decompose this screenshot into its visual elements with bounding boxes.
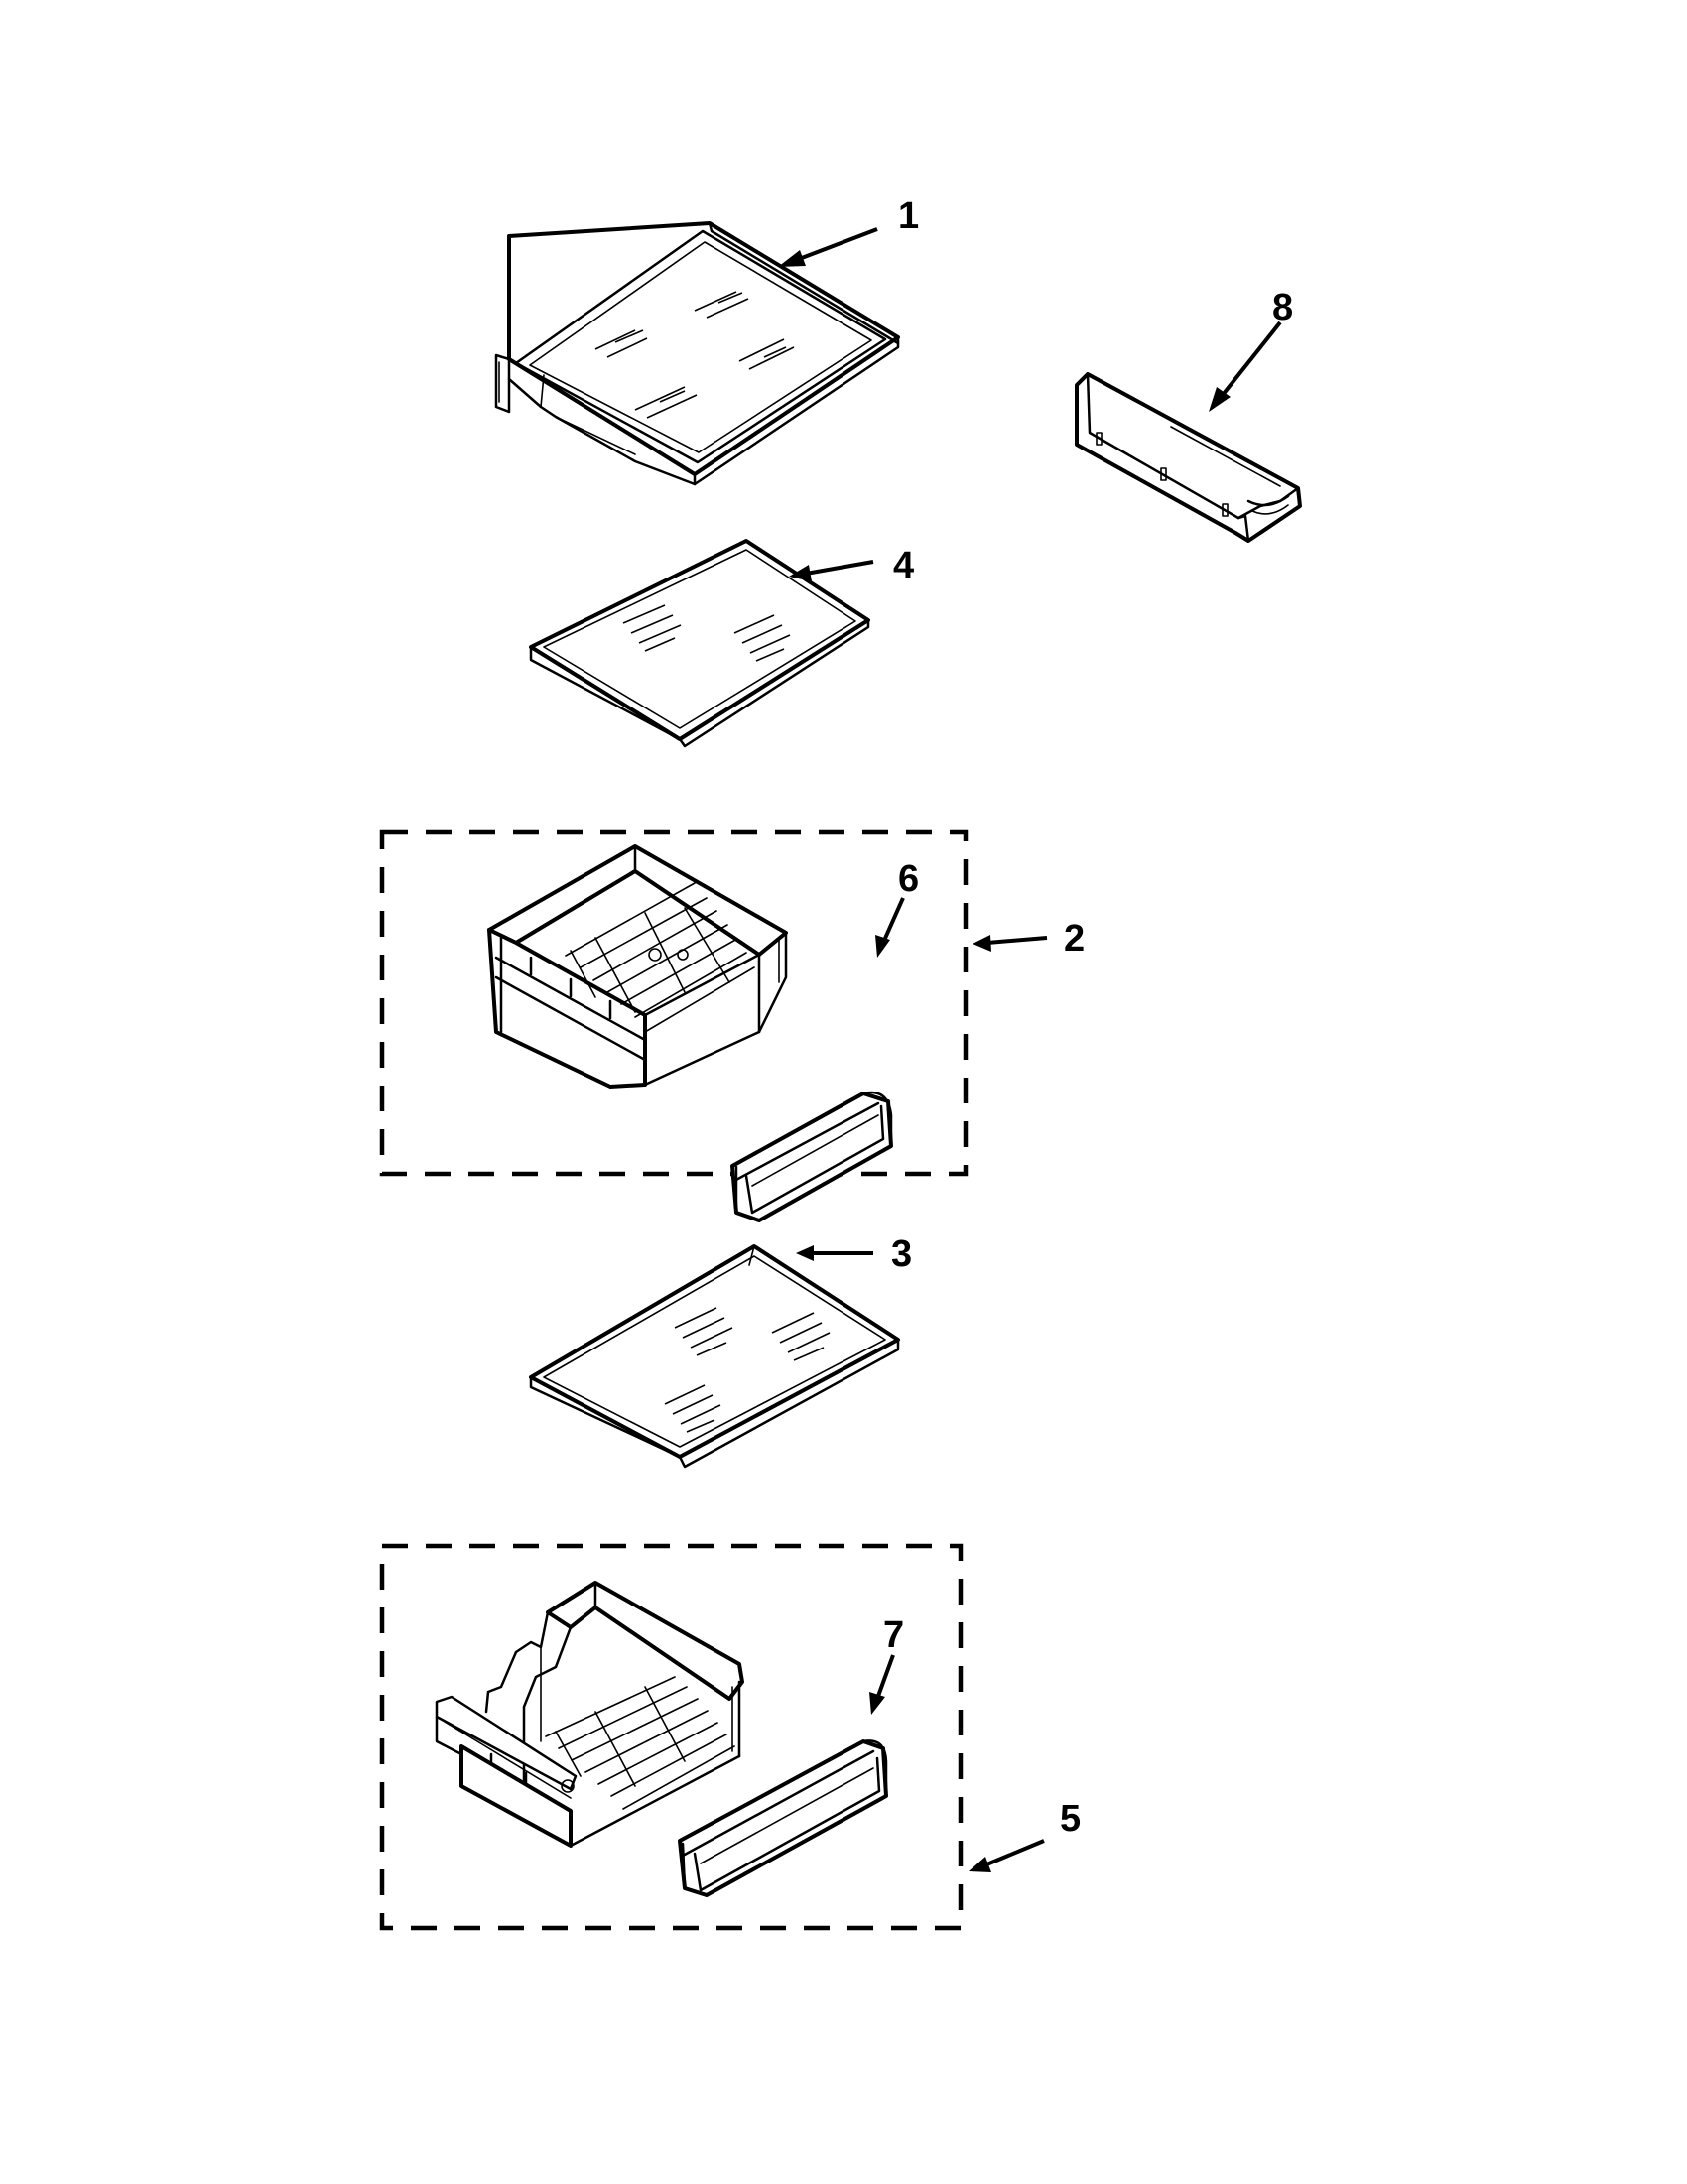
- part-8-trim-bracket: [1075, 372, 1302, 543]
- callout-6-arrow: [875, 897, 905, 958]
- callout-6: 6: [898, 858, 919, 900]
- part-1-shelf-assembly: [494, 221, 900, 486]
- part-3-glass-shelf: [529, 1244, 900, 1469]
- part-7-crisper-cover: [678, 1739, 888, 1897]
- callout-4-arrow: [789, 560, 874, 581]
- callout-2-arrow: [973, 935, 1048, 952]
- part-2-drawer: [487, 844, 788, 1089]
- callout-1-arrow: [778, 227, 878, 267]
- callout-3-arrow: [796, 1245, 873, 1261]
- callout-5: 5: [1060, 1798, 1081, 1840]
- callout-8: 8: [1272, 287, 1293, 328]
- callout-7-arrow: [869, 1654, 895, 1715]
- callout-8-arrow: [1209, 321, 1282, 412]
- part-5-crisper-drawer: [435, 1581, 744, 1848]
- callout-5-arrow: [969, 1839, 1045, 1872]
- callout-7: 7: [883, 1614, 904, 1656]
- callout-2: 2: [1064, 918, 1085, 960]
- callout-3: 3: [891, 1233, 912, 1275]
- part-4-glass-shelf: [529, 539, 870, 748]
- group-2-dashed-box: [379, 829, 969, 1177]
- callout-1: 1: [898, 195, 919, 237]
- callout-4: 4: [893, 545, 914, 586]
- part-6-drawer-cover: [730, 1091, 893, 1222]
